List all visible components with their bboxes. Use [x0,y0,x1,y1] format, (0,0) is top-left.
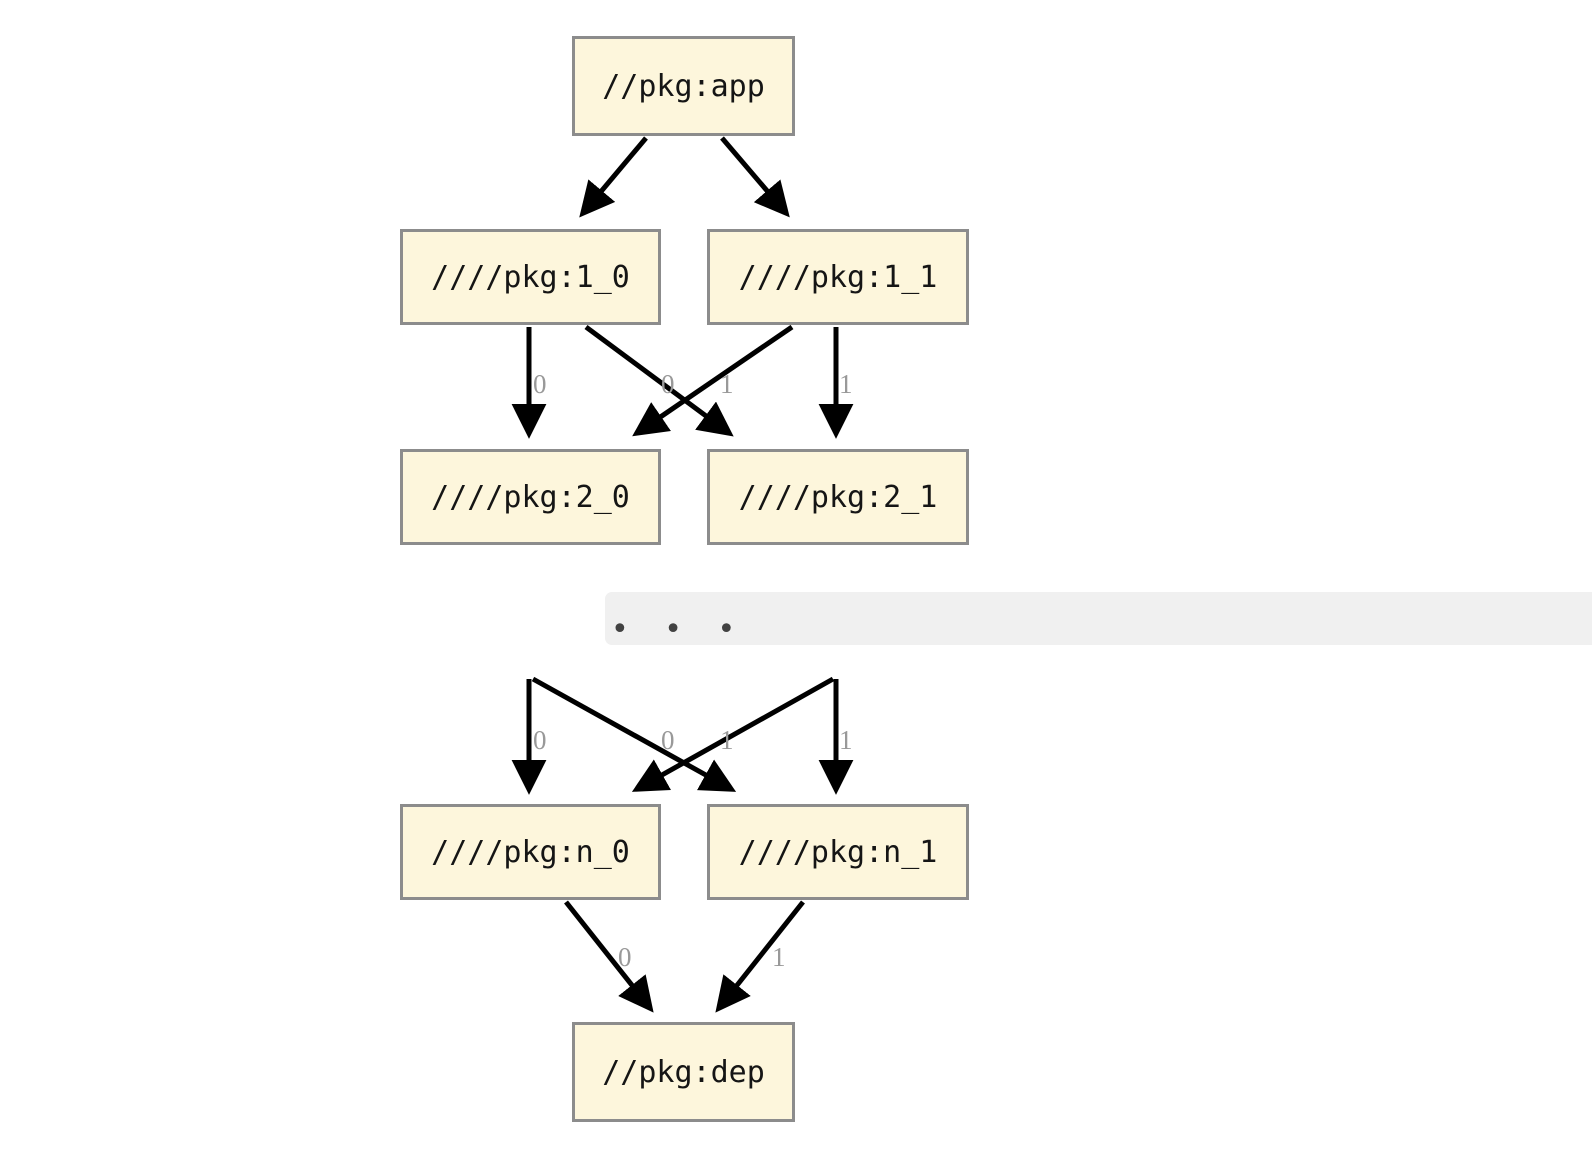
edge-label: 0 [618,942,632,972]
node-pkg-n-0[interactable]: ////pkg:n_0 [400,804,661,900]
edge-app-to-pkg1-1 [720,136,790,218]
edge-elided-to-pkgn-0-cross [631,676,835,792]
edge-pkg1-0-to-pkg2-1 [584,324,734,437]
node-label: //pkg:dep [602,1054,765,1090]
node-pkg-2-1[interactable]: ////pkg:2_1 [707,449,969,545]
node-label: ////pkg:1_0 [431,259,630,295]
node-pkg-2-0[interactable]: ////pkg:2_0 [400,449,661,545]
edge-label: 0 [661,725,675,755]
node-label: //pkg:app [602,68,765,104]
edge-label: 0 [533,369,547,399]
edge-label: 1 [720,369,734,399]
edge-pkgn-1-to-dep [715,900,805,1013]
edge-pkg1-1-to-pkg2-0 [632,324,794,437]
edge-label: 0 [661,369,675,399]
node-label: ////pkg:1_1 [738,259,938,295]
edge-app-to-pkg1-0 [579,136,648,218]
edge-label: 1 [772,942,786,972]
edge-label: 1 [720,725,734,755]
node-pkg-1-1[interactable]: ////pkg:1_1 [707,229,969,325]
node-label: ////pkg:n_1 [738,834,938,870]
node-pkg-app[interactable]: //pkg:app [572,36,795,136]
node-pkg-dep[interactable]: //pkg:dep [572,1022,795,1122]
edge-label: 1 [839,725,853,755]
edge-pkgn-0-to-dep [564,900,654,1013]
node-label: ////pkg:2_0 [431,479,630,515]
node-pkg-1-0[interactable]: ////pkg:1_0 [400,229,661,325]
node-pkg-n-1[interactable]: ////pkg:n_1 [707,804,969,900]
elision-band[interactable]: • • • [605,592,1592,645]
node-label: ////pkg:2_1 [738,479,938,515]
ellipsis-icon: • • • [611,611,749,647]
node-label: ////pkg:n_0 [431,834,630,870]
edge-elided-to-pkgn-1-cross [531,676,737,792]
edge-label: 0 [533,725,547,755]
edge-label: 1 [839,369,853,399]
